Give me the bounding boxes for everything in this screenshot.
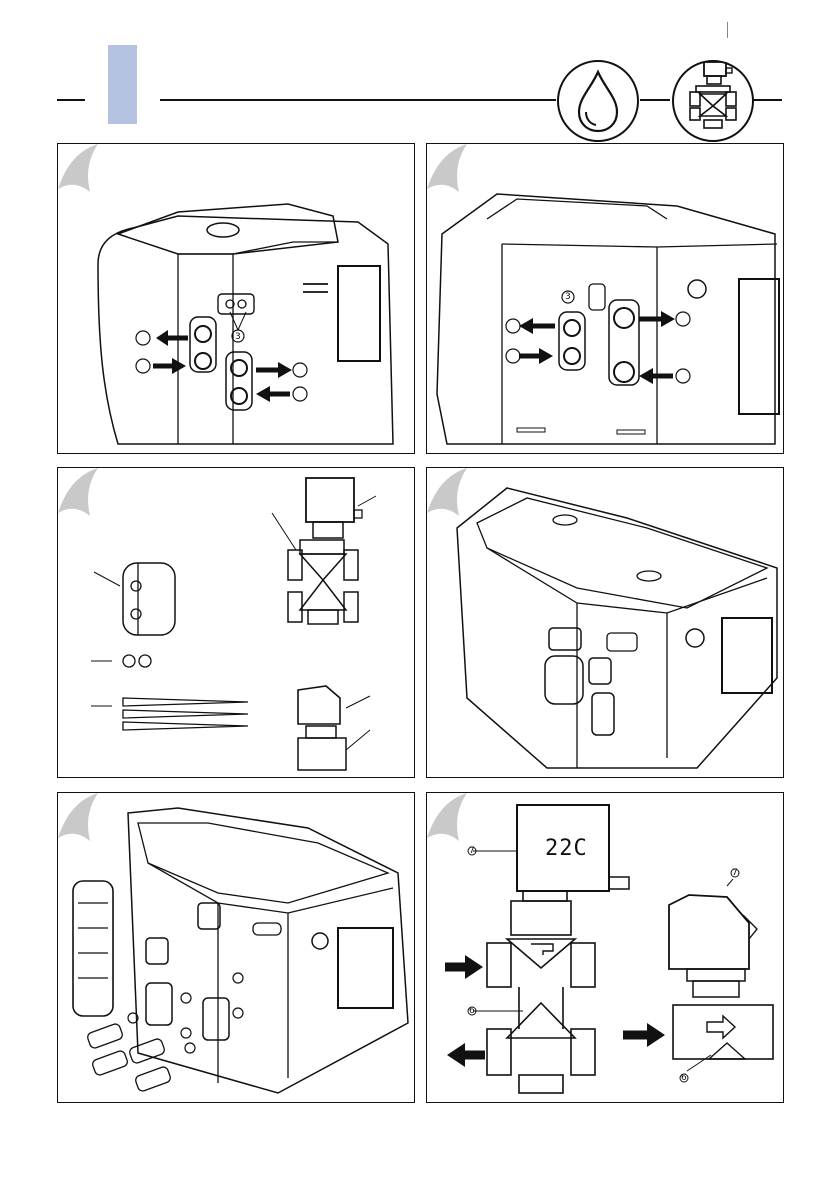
panel-2-connections-rear: 3 [426,143,784,454]
corner-tick [727,22,728,38]
step-badge-icon [427,144,467,192]
header-rule-main [160,99,556,101]
step-badge-icon [58,793,98,841]
panel-3-kit-contents [57,467,415,778]
panel-1-connections-front: 3 [57,143,415,454]
header-rule-right [752,99,782,101]
label-3: 3 [565,292,571,302]
valve-icon [672,60,754,142]
header-rule-left [57,99,85,101]
step-badge-icon [427,793,467,841]
step-badge-icon [427,468,467,516]
step-badge-icon [58,144,98,192]
header-rule-mid [640,99,670,101]
panel-4-valve-installed [426,467,784,778]
panel-6-valve-orientation: 22C 7 6 7 6 [426,792,784,1103]
section-tab [108,45,137,124]
label-3: 3 [235,332,241,342]
panel-5-exploded-view [57,792,415,1103]
label-7-right: 7 [732,868,738,878]
label-6-right: 6 [681,1073,687,1083]
water-drop-icon [557,60,639,142]
step-badge-icon [58,468,98,516]
valve-display-text: 22C [545,836,588,861]
label-7-left: 7 [469,846,475,856]
label-6-left: 6 [469,1006,475,1016]
